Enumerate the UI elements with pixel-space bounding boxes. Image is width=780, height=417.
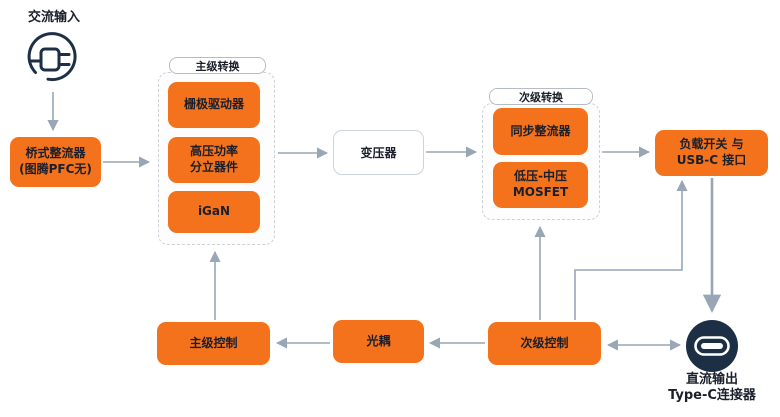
bridge-rectifier-box: 桥式整流器 (图腾PFC无): [10, 137, 101, 187]
secondary-conversion-title: 次级转换: [489, 88, 593, 105]
secondary-control-box: 次级控制: [488, 322, 601, 365]
lv-mosfet-box: 低压-中压 MOSFET: [493, 162, 588, 208]
dc-output-line1: 直流输出: [685, 372, 738, 387]
sync-rectifier-box: 同步整流器: [493, 108, 588, 155]
dc-output-label: 直流输出 Type-C连接器: [648, 372, 776, 405]
transformer-box: 变压器: [333, 130, 424, 175]
primary-control-box: 主级控制: [157, 322, 270, 365]
optocoupler-box: 光耦: [333, 320, 424, 363]
primary-conversion-title: 主级转换: [169, 57, 266, 74]
usb-c-connector-icon: [686, 320, 738, 372]
power-plug-icon: [26, 28, 80, 88]
arrow-secondaryctrl-to-loadswitch: [574, 179, 688, 320]
load-switch-box: 负载开关 与 USB-C 接口: [655, 130, 768, 176]
dc-output-line2: Type-C连接器: [668, 388, 756, 404]
igan-box: iGaN: [168, 191, 260, 233]
ac-input-label: 交流输入: [28, 10, 81, 25]
gate-driver-box: 栅极驱动器: [168, 82, 260, 128]
hv-power-discrete-box: 高压功率 分立器件: [168, 137, 260, 183]
